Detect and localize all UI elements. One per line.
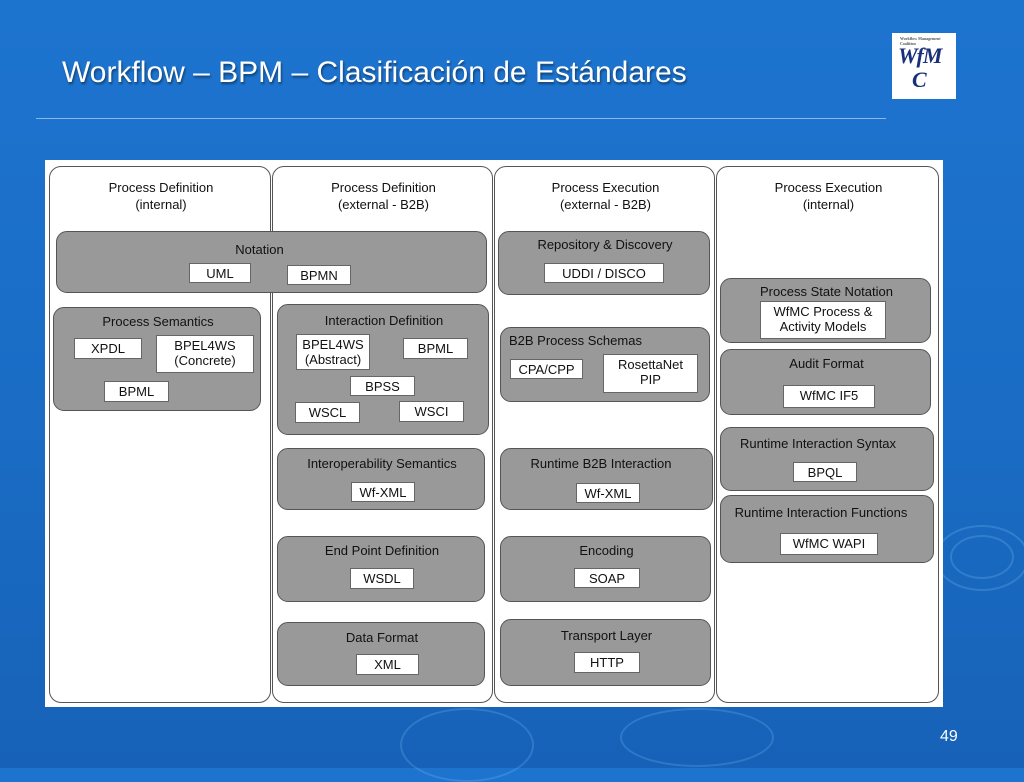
standard-wf-xml: Wf-XML bbox=[576, 483, 640, 503]
group-runtime-interaction-functions: Runtime Interaction Functions WfMC WAPI bbox=[720, 495, 934, 563]
group-title: End Point Definition bbox=[324, 543, 440, 558]
group-data-format: Data Format XML bbox=[277, 622, 485, 686]
group-title: Notation bbox=[235, 242, 284, 257]
standard-cpa-cpp: CPA/CPP bbox=[510, 359, 583, 379]
standard-bpel4ws-concrete: BPEL4WS (Concrete) bbox=[156, 335, 254, 373]
group-process-state-notation: Process State Notation WfMC Process & Ac… bbox=[720, 278, 931, 343]
standard-xml: XML bbox=[356, 654, 419, 675]
standard-bpml: BPML bbox=[104, 381, 169, 402]
group-interaction-definition: Interaction Definition BPEL4WS (Abstract… bbox=[277, 304, 489, 435]
standard-uddi-disco: UDDI / DISCO bbox=[544, 263, 664, 283]
column-heading: Process Execution (external - B2B) bbox=[551, 180, 660, 212]
group-title: B2B Process Schemas bbox=[509, 333, 642, 348]
standard-wsdl: WSDL bbox=[350, 568, 414, 589]
group-b2b-process-schemas: B2B Process Schemas CPA/CPP RosettaNet P… bbox=[500, 327, 710, 402]
background-swirl bbox=[935, 525, 1024, 591]
group-end-point-definition: End Point Definition WSDL bbox=[277, 536, 485, 602]
standard-wscl: WSCL bbox=[295, 402, 360, 423]
standard-bpel4ws-abstract: BPEL4WS (Abstract) bbox=[296, 334, 370, 370]
standard-wfmc-if5: WfMC IF5 bbox=[783, 385, 875, 408]
standard-uml: UML bbox=[189, 263, 251, 283]
group-title: Data Format bbox=[345, 630, 419, 645]
column-heading: Process Definition (internal) bbox=[108, 180, 214, 212]
background-swirl bbox=[620, 708, 774, 767]
standard-wsci: WSCI bbox=[399, 401, 464, 422]
group-runtime-b2b-interaction: Runtime B2B Interaction Wf-XML bbox=[500, 448, 713, 510]
standard-http: HTTP bbox=[574, 652, 640, 673]
group-audit-format: Audit Format WfMC IF5 bbox=[720, 349, 931, 415]
standard-xpdl: XPDL bbox=[74, 338, 142, 359]
group-title: Process Semantics bbox=[102, 314, 214, 329]
logo-letters-top: WfM bbox=[898, 43, 942, 68]
group-repository-discovery: Repository & Discovery UDDI / DISCO bbox=[498, 231, 710, 295]
standard-bpss: BPSS bbox=[350, 376, 415, 396]
wfmc-logo: Workflow Management Coalition WfM C bbox=[892, 33, 956, 99]
group-title: Transport Layer bbox=[560, 628, 653, 643]
column-heading: Process Execution (internal) bbox=[774, 180, 883, 212]
logo-letters-bottom: C bbox=[912, 67, 927, 92]
group-title: Audit Format bbox=[789, 356, 864, 371]
group-transport-layer: Transport Layer HTTP bbox=[500, 619, 711, 686]
group-title: Runtime B2B Interaction bbox=[530, 456, 672, 471]
standard-wfmc-wapi: WfMC WAPI bbox=[780, 533, 878, 555]
group-notation: Notation UML BPMN bbox=[56, 231, 487, 293]
slide-title: Workflow – BPM – Clasificación de Estánd… bbox=[62, 56, 687, 89]
group-process-semantics: Process Semantics XPDL BPEL4WS (Concrete… bbox=[53, 307, 261, 411]
standards-diagram: Process Definition (internal) Process De… bbox=[45, 160, 943, 707]
standard-bpml: BPML bbox=[403, 338, 468, 359]
standard-wfmc-process-activity-models: WfMC Process & Activity Models bbox=[760, 301, 886, 339]
title-divider bbox=[36, 118, 886, 119]
group-runtime-interaction-syntax: Runtime Interaction Syntax BPQL bbox=[720, 427, 934, 491]
page-number: 49 bbox=[940, 728, 958, 745]
logo-tagline: Workflow Management Coalition bbox=[900, 36, 941, 46]
standard-wf-xml: Wf-XML bbox=[351, 482, 415, 502]
group-title: Interoperability Semantics bbox=[307, 456, 457, 471]
standard-rosettanet-pip: RosettaNet PIP bbox=[603, 354, 698, 393]
group-title: Runtime Interaction Functions bbox=[734, 505, 908, 520]
standard-soap: SOAP bbox=[574, 568, 640, 588]
standard-bpql: BPQL bbox=[793, 462, 857, 482]
group-title: Process State Notation bbox=[760, 284, 893, 299]
group-encoding: Encoding SOAP bbox=[500, 536, 711, 602]
group-interoperability-semantics: Interoperability Semantics Wf-XML bbox=[277, 448, 485, 510]
standard-bpmn: BPMN bbox=[287, 265, 351, 285]
group-title: Runtime Interaction Syntax bbox=[739, 436, 897, 451]
group-title: Encoding bbox=[579, 543, 634, 558]
group-title: Repository & Discovery bbox=[537, 237, 673, 252]
group-title: Interaction Definition bbox=[324, 313, 444, 328]
background-swirl bbox=[400, 708, 534, 782]
column-heading: Process Definition (external - B2B) bbox=[331, 180, 436, 212]
